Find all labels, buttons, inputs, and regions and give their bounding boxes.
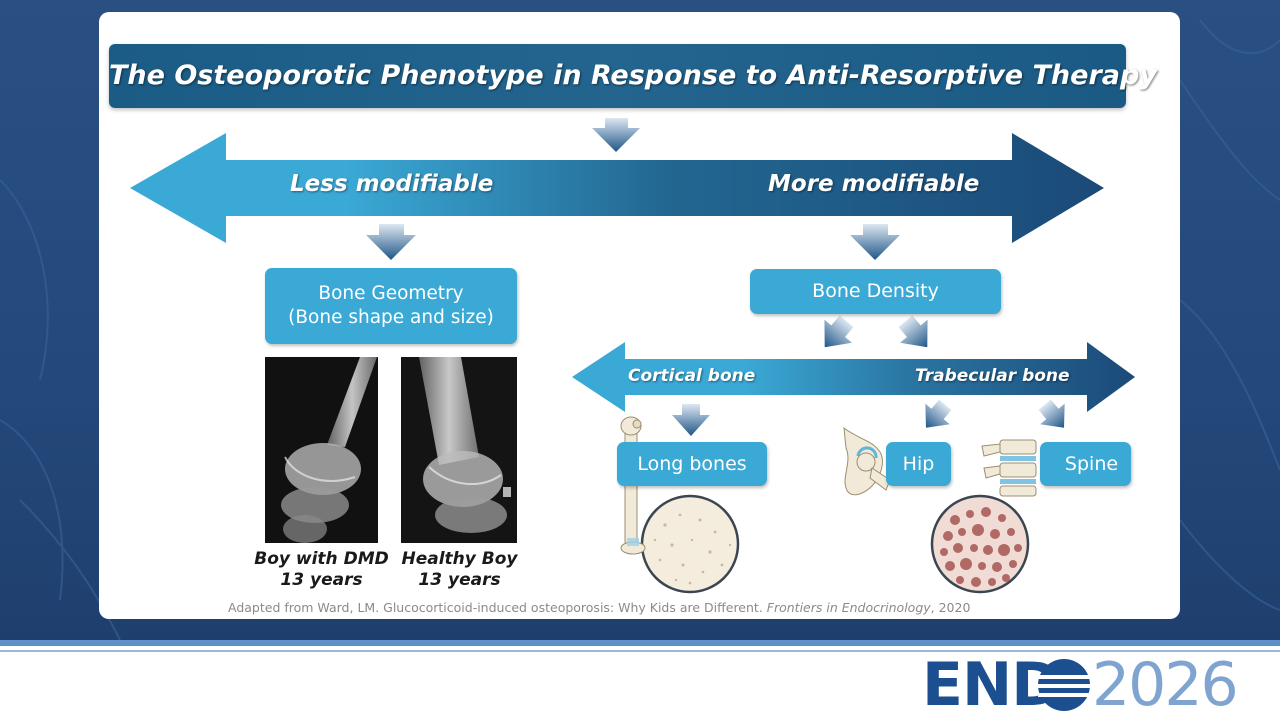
xray-dmd-caption-line1: Boy with DMD <box>254 549 389 569</box>
globe-icon <box>1038 659 1090 711</box>
citation-year: , 2020 <box>930 600 971 615</box>
hip-illustration <box>843 426 891 496</box>
sub-double-arrow <box>572 342 1135 412</box>
title-bar: The Osteoporotic Phenotype in Response t… <box>109 44 1157 108</box>
slide-title: The Osteoporotic Phenotype in Response t… <box>109 60 1157 91</box>
hip-label: Hip <box>902 453 935 475</box>
spine-illustration <box>981 439 1037 497</box>
xray-healthy-image <box>401 357 517 543</box>
diag-arrow-hip <box>925 399 952 428</box>
footer-stripe-light <box>0 650 1280 652</box>
bone-density-label: Bone Density <box>812 280 939 302</box>
xray-dmd-caption-line2: 13 years <box>280 570 363 590</box>
down-arrow-density <box>850 224 900 260</box>
cortical-bone-circle <box>640 494 740 594</box>
down-arrow-long-bones <box>672 404 710 436</box>
bone-geometry-box: Bone Geometry (Bone shape and size) <box>265 268 517 344</box>
xray-healthy-caption-line1: Healthy Boy <box>401 549 518 569</box>
cortical-bone-label: Cortical bone <box>628 366 756 386</box>
hip-box: Hip <box>886 442 951 486</box>
xray-dmd-image <box>265 357 378 543</box>
down-arrow-title <box>592 118 640 152</box>
main-double-arrow <box>130 133 1104 243</box>
logo-year: 2026 <box>1092 650 1239 720</box>
xray-dmd-caption: Boy with DMD 13 years <box>252 549 391 591</box>
logo-brand: END <box>922 650 1061 720</box>
bone-geometry-title: Bone Geometry <box>318 283 464 304</box>
citation: Adapted from Ward, LM. Glucocorticoid-in… <box>228 600 970 615</box>
diag-arrow-right <box>898 315 928 348</box>
long-bones-label: Long bones <box>637 453 747 475</box>
citation-journal: Frontiers in Endocrinology <box>766 600 931 615</box>
spine-box: Spine <box>1040 442 1131 486</box>
bone-geometry-subtitle: (Bone shape and size) <box>288 307 494 328</box>
down-arrow-geometry <box>366 224 416 260</box>
less-modifiable-label: Less modifiable <box>290 171 494 197</box>
trabecular-bone-circle <box>930 494 1030 594</box>
xray-healthy-caption-line2: 13 years <box>418 570 501 590</box>
more-modifiable-label: More modifiable <box>768 171 980 197</box>
background-pattern <box>0 19 1280 641</box>
citation-text: Adapted from Ward, LM. Glucocorticoid-in… <box>228 600 767 615</box>
footer-stripe-blue <box>0 640 1280 646</box>
trabecular-bone-label: Trabecular bone <box>915 366 1070 386</box>
diag-arrow-left <box>824 315 854 348</box>
long-bones-box: Long bones <box>617 442 767 486</box>
spine-label: Spine <box>1064 453 1119 475</box>
diag-arrow-spine <box>1038 399 1065 428</box>
footer-stripe-white <box>0 646 1280 650</box>
bone-density-box: Bone Density <box>750 269 1001 314</box>
xray-healthy-caption: Healthy Boy 13 years <box>392 549 527 591</box>
